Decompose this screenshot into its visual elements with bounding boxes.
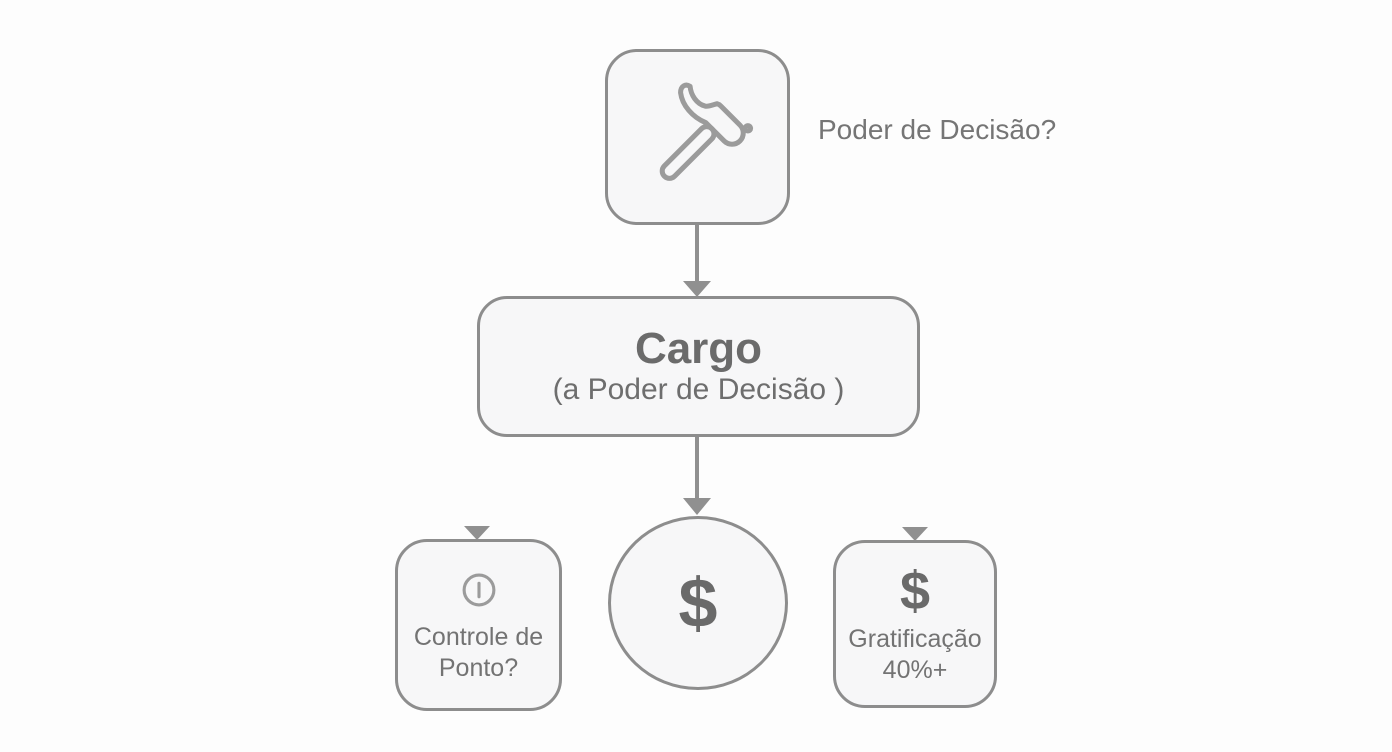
node-cargo: Cargo (a Poder de Decisão ) [477, 296, 920, 437]
arrowhead-to-time-control [464, 526, 490, 540]
annotation-poder-de-decisao: Poder de Decisão? [818, 114, 1057, 145]
cargo-subtitle: (a Poder de Decisão ) [552, 372, 845, 406]
arrow-line-top [695, 225, 699, 282]
time-control-label-line2: Ponto? [438, 654, 519, 682]
cargo-title: Cargo [634, 323, 763, 373]
time-control-label-line1: Controle de [413, 623, 544, 651]
arrowhead-to-bonus [902, 527, 928, 541]
node-gratificacao: $ Gratificação 40%+ [833, 540, 997, 708]
node-decision-tool [605, 49, 790, 225]
arrow-line-middle [695, 437, 699, 499]
hammer-icon [659, 82, 753, 181]
arrowhead-to-cargo [683, 281, 711, 297]
dollar-symbol: $ [678, 564, 718, 642]
bonus-label-line2: 40%+ [882, 656, 948, 684]
node-controle-de-ponto: Controle de Ponto? [395, 539, 562, 711]
bonus-label-line1: Gratificação [848, 625, 982, 653]
node-money-circle: $ [608, 516, 788, 690]
clock-icon [455, 566, 503, 614]
arrowhead-to-money [683, 498, 711, 515]
dollar-sign-icon: $ [899, 561, 931, 621]
